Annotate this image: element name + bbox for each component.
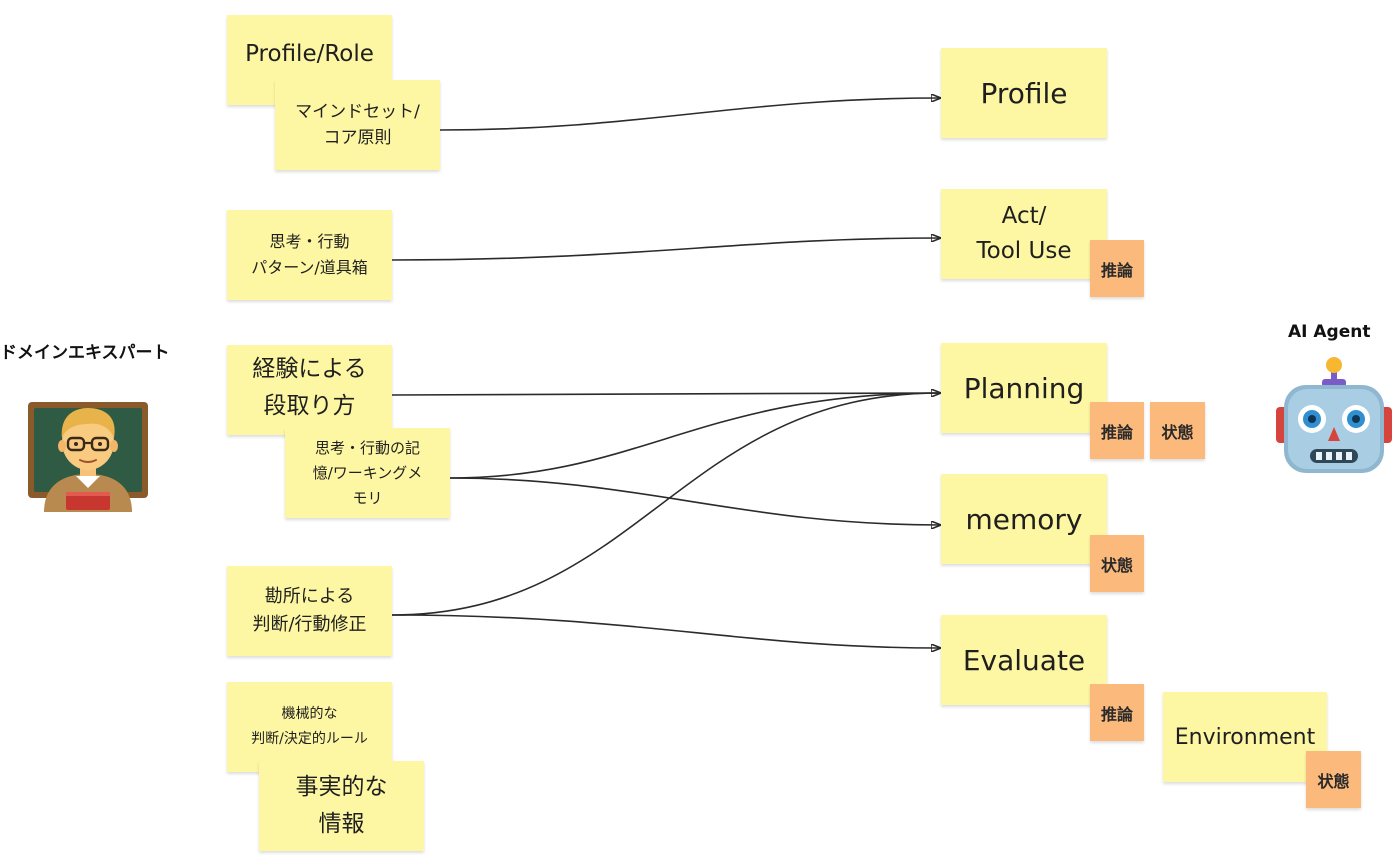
tag-act-inference: 推論 xyxy=(1090,240,1144,297)
tag-memory-state: 状態 xyxy=(1090,535,1144,592)
note-mindset[interactable]: マインドセット/ コア原則 xyxy=(275,80,440,170)
domain-expert-label: ドメインエキスパート xyxy=(0,343,170,363)
edge-intuition-to-evaluate xyxy=(391,614,940,648)
teacher-icon xyxy=(28,402,148,512)
edge-intuition-to-planning xyxy=(391,392,941,616)
edge-mindset-to-profile xyxy=(439,98,940,131)
note-planning[interactable]: Planning xyxy=(941,343,1107,433)
tag-planning-inference: 推論 xyxy=(1090,402,1144,459)
edge-memory-to-planning xyxy=(449,392,941,479)
note-experience[interactable]: 経験による 段取り方 xyxy=(227,345,392,435)
tag-environment-state: 状態 xyxy=(1306,751,1361,808)
note-environment[interactable]: Environment xyxy=(1163,692,1327,782)
edge-memory-to-memory xyxy=(449,477,940,525)
note-mechanical[interactable]: 機械的な 判断/決定的ルール xyxy=(227,682,392,772)
note-memory[interactable]: memory xyxy=(941,474,1107,564)
note-intuition[interactable]: 勘所による 判断/行動修正 xyxy=(227,566,392,656)
tag-planning-state: 状態 xyxy=(1150,402,1205,459)
edge-experience-to-planning xyxy=(391,393,940,395)
edge-thinking-to-act xyxy=(391,238,940,261)
ai-agent-label: AI Agent xyxy=(1288,322,1371,342)
note-act-tool-use[interactable]: Act/ Tool Use xyxy=(941,189,1107,279)
robot-icon xyxy=(1276,357,1392,473)
note-thinking-patterns[interactable]: 思考・行動 パターン/道具箱 xyxy=(227,210,392,300)
note-memory-working[interactable]: 思考・行動の記 憶/ワーキングメ モリ xyxy=(285,428,450,518)
note-evaluate[interactable]: Evaluate xyxy=(941,615,1107,705)
tag-evaluate-inference: 推論 xyxy=(1090,684,1144,741)
note-profile[interactable]: Profile xyxy=(941,48,1107,138)
note-facts[interactable]: 事実的な 情報 xyxy=(259,761,424,851)
